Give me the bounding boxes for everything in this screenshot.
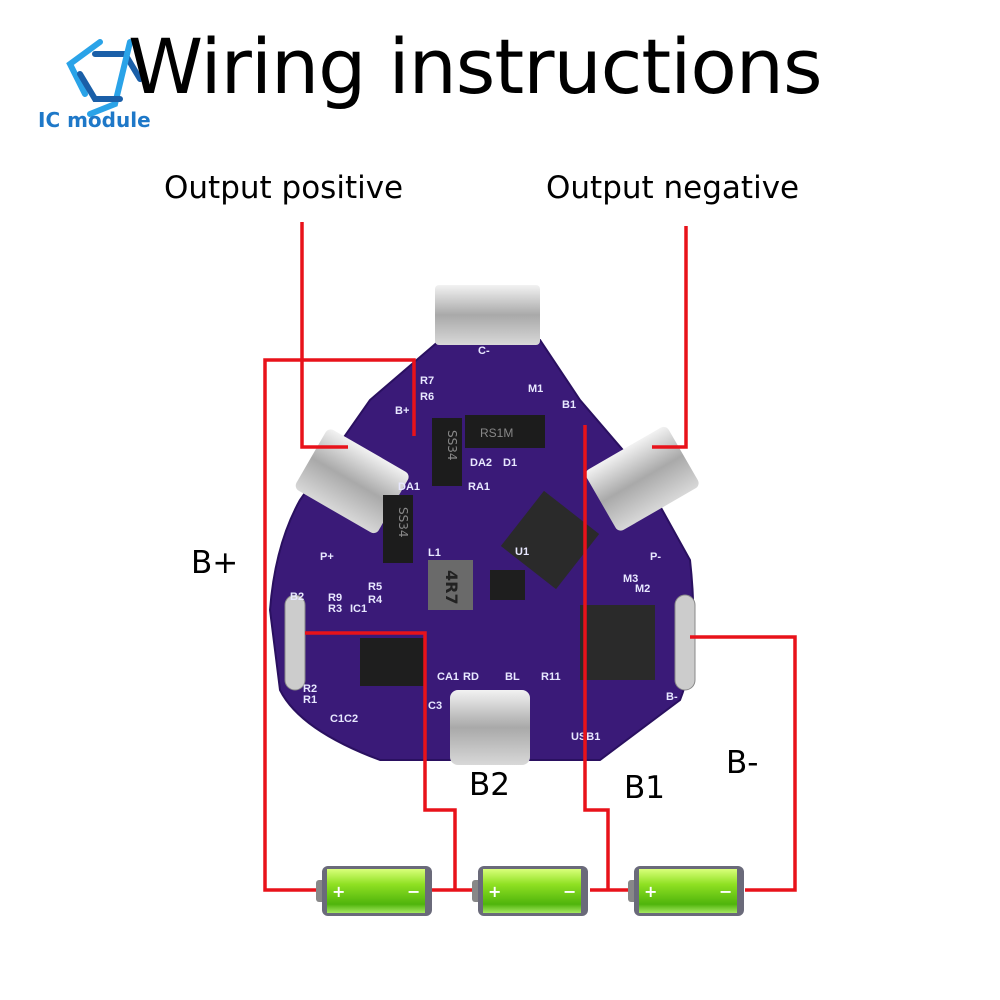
- mosfet-m2: [580, 605, 655, 680]
- svg-text:IC1: IC1: [350, 603, 367, 615]
- terminal-p-minus: [585, 426, 699, 531]
- wire-b-plus: [263, 358, 416, 892]
- silkscreen-labels: C- R7 R6 M1 B+ B1 D1 DA2 DA1 RA1 P+ P- L…: [290, 345, 678, 743]
- svg-text:R5: R5: [368, 581, 382, 593]
- ic-module-logo-icon: [66, 39, 143, 117]
- terminal-p-plus: [295, 429, 409, 534]
- ic-1: [360, 638, 425, 686]
- chip-marking: SS34: [445, 430, 459, 461]
- battery-minus-sign: −: [407, 882, 420, 901]
- svg-text:RA1: RA1: [468, 481, 490, 493]
- svg-text:DA2: DA2: [470, 457, 492, 469]
- chip-marking: 4R7: [442, 570, 461, 605]
- label-output-negative: Output negative: [546, 170, 800, 206]
- battery-body: [639, 869, 737, 913]
- diode-da2: [432, 418, 462, 486]
- svg-text:P+: P+: [320, 551, 334, 563]
- battery: + −: [316, 866, 432, 916]
- svg-text:C3: C3: [428, 700, 442, 712]
- battery-body: [483, 869, 581, 913]
- svg-text:R3: R3: [328, 603, 342, 615]
- svg-text:C1C2: C1C2: [330, 713, 358, 725]
- svg-text:M3: M3: [623, 573, 638, 585]
- pad-b-minus: [674, 594, 696, 691]
- svg-text:M2: M2: [635, 583, 650, 595]
- wire-output-positive: [300, 222, 348, 449]
- pad-b2: [284, 594, 306, 691]
- svg-text:CA1: CA1: [437, 671, 459, 683]
- svg-text:C-: C-: [478, 345, 490, 357]
- svg-text:U1: U1: [515, 546, 529, 558]
- svg-text:D1: D1: [503, 457, 517, 469]
- chip-marking: SS34: [396, 507, 410, 538]
- wire-output-negative: [652, 226, 688, 449]
- svg-text:B2: B2: [290, 591, 304, 603]
- svg-text:R9: R9: [328, 592, 342, 604]
- battery-minus-sign: −: [563, 882, 576, 901]
- wire-b1: [583, 425, 610, 890]
- logo-text: IC module: [38, 108, 151, 132]
- ic-u1: [490, 570, 525, 600]
- battery-plus-sign: +: [488, 882, 501, 901]
- svg-text:R4: R4: [368, 594, 383, 606]
- terminal-c-minus: [435, 285, 540, 345]
- wire-b2: [305, 631, 457, 890]
- label-b1: B1: [624, 770, 665, 806]
- page-title: Wiring instructions: [128, 22, 823, 111]
- svg-text:R11: R11: [541, 671, 561, 683]
- svg-text:R1: R1: [303, 694, 317, 706]
- svg-text:RD: RD: [463, 671, 479, 683]
- svg-text:B1: B1: [562, 399, 576, 411]
- svg-text:B-: B-: [666, 691, 678, 703]
- battery-plus-sign: +: [332, 882, 345, 901]
- wire-b-minus: [690, 635, 797, 892]
- battery: + −: [472, 866, 588, 916]
- battery-plus-sign: +: [644, 882, 657, 901]
- chip-marking: RS1M: [480, 426, 513, 440]
- battery-minus-sign: −: [719, 882, 732, 901]
- battery-body: [327, 869, 425, 913]
- label-b-plus: B+: [191, 545, 239, 581]
- svg-text:DA1: DA1: [398, 481, 420, 493]
- diode-d1: [465, 415, 545, 448]
- svg-text:R7: R7: [420, 375, 434, 387]
- pcb-board: RS1M SS34 SS34 4R7 C- R7 R6 M1 B+ B1 D1 …: [268, 285, 699, 765]
- svg-text:P-: P-: [650, 551, 661, 563]
- svg-text:B+: B+: [395, 405, 409, 417]
- svg-text:BL: BL: [505, 671, 520, 683]
- inductor-l1: [428, 560, 473, 610]
- svg-text:R6: R6: [420, 391, 434, 403]
- svg-text:R2: R2: [303, 683, 317, 695]
- battery: + −: [628, 866, 744, 916]
- label-b-minus: B-: [726, 745, 759, 781]
- svg-text:M1: M1: [528, 383, 543, 395]
- wires: [263, 222, 797, 892]
- mosfet: [500, 490, 600, 590]
- usb-c-port: [450, 690, 530, 765]
- label-output-positive: Output positive: [164, 170, 404, 206]
- diode-da1: [383, 495, 413, 563]
- label-b2: B2: [469, 767, 510, 803]
- svg-text:L1: L1: [428, 547, 441, 559]
